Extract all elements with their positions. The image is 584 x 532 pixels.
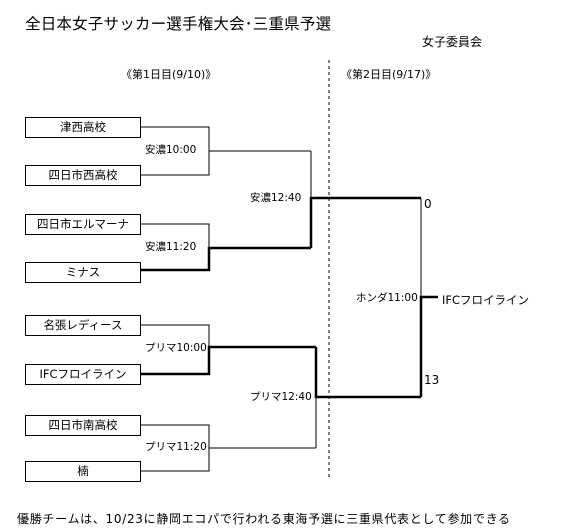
r1-match3-lines: [141, 324, 316, 376]
round-day2-label: 《第2日目(9/17)》: [341, 68, 437, 81]
team-box-yokkaichi-elmana: 四日市エルマーナ: [25, 214, 141, 235]
team-box-tsunishi: 津西高校: [25, 117, 141, 138]
team-box-nabari-ladies: 名張レディース: [25, 315, 141, 336]
final-score-top: 0: [424, 197, 432, 211]
page-title: 全日本女子サッカー選手権大会･三重県予選: [25, 15, 332, 33]
organizer-label: 女子委員会: [422, 35, 483, 49]
match-label-sf-1: 安濃12:40: [250, 192, 302, 204]
r1-match4-lines: [141, 424, 316, 472]
sf2-lines: [314, 347, 421, 448]
final-lines: [419, 198, 438, 397]
match-label-r1-2: 安濃11:20: [145, 241, 197, 253]
match-label-r1-4: プリマ11:20: [145, 441, 207, 453]
match-label-final: ホンダ11:00: [356, 292, 418, 304]
team-box-ifc-freulein: IFCフロイライン: [25, 364, 141, 385]
sf1-lines: [309, 151, 421, 248]
match-label-r1-3: プリマ10:00: [145, 342, 207, 354]
r1-match1-lines: [141, 126, 311, 176]
final-score-bottom: 13: [424, 373, 440, 387]
footnote: 優勝チームは、10/23に静岡エコパで行われる東海予選に三重県代表として参加でき…: [17, 512, 511, 526]
r1-match2-lines: [141, 223, 311, 272]
match-label-sf-2: プリマ12:40: [250, 391, 312, 403]
team-box-yokkaichi-minami: 四日市南高校: [25, 415, 141, 436]
team-box-kusu: 楠: [25, 461, 141, 482]
match-label-r1-1: 安濃10:00: [145, 144, 197, 156]
champion-label: IFCフロイライン: [442, 293, 530, 307]
team-box-minas: ミナス: [25, 262, 141, 283]
round-day1-label: 《第1日目(9/10)》: [121, 68, 217, 81]
team-box-yokkaichi-nishi: 四日市西高校: [25, 165, 141, 186]
